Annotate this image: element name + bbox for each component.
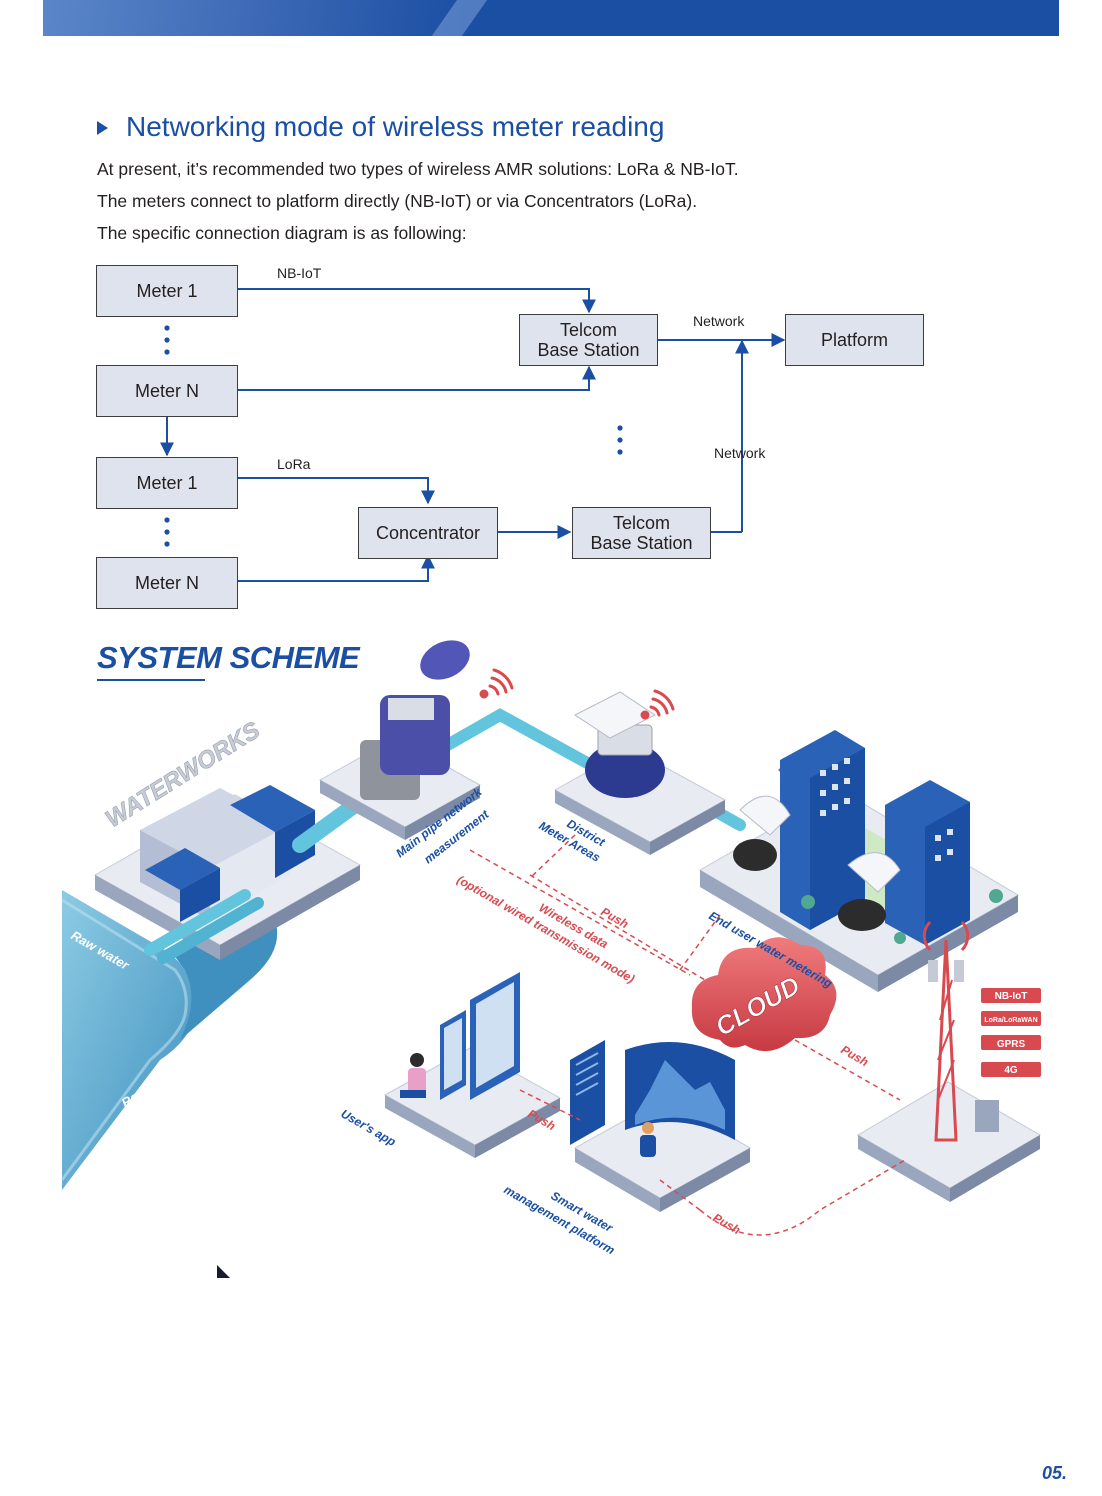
intro-line-1: At present, it’s recommended two types o…	[97, 159, 739, 179]
telcom-line-1: Telcom	[612, 513, 670, 533]
tower-signal-icon	[922, 920, 970, 952]
bullet-triangle-icon	[97, 121, 108, 135]
page-number: 05.	[1042, 1463, 1068, 1483]
waterworks-platform	[93, 785, 362, 960]
svg-text:NB-IoT: NB-IoT	[995, 991, 1028, 1002]
banner-sheen	[43, 0, 463, 36]
wireless-label-2: (optional wired transmission mode)	[455, 872, 638, 985]
meter-1-nbiot-box: Meter 1	[96, 265, 238, 317]
push-label-1: Push	[599, 904, 631, 931]
push-label-4: Push	[711, 1210, 743, 1237]
system-scheme-underline	[97, 679, 205, 681]
lora-label: LoRa	[277, 456, 311, 472]
badge-nbiot	[981, 988, 1041, 1003]
users-app-platform	[383, 972, 562, 1158]
concentrator-box: Concentrator	[358, 507, 498, 559]
network-badges: NB-IoT LoRa/LoRaWAN GPRS 4G	[981, 988, 1041, 1077]
meter-1-lora-box: Meter 1	[96, 457, 238, 509]
cloud-icon: CLOUD	[691, 937, 837, 1052]
telcom-line-2: Base Station	[590, 533, 693, 553]
push-dashed-lines	[469, 834, 906, 1236]
network-label-side: Network	[714, 445, 766, 461]
platform-box: Platform	[785, 314, 924, 366]
end-user-platform	[699, 730, 1019, 992]
svg-text:GPRS: GPRS	[997, 1039, 1026, 1050]
telcom-base-station-nbiot-box: Telcom Base Station	[519, 314, 658, 366]
badge-4g	[981, 1062, 1041, 1077]
top-banner	[43, 0, 1059, 36]
district-meter-platform	[553, 691, 727, 855]
svg-text:4G: 4G	[1004, 1065, 1018, 1076]
section-heading: Networking mode of wireless meter readin…	[97, 110, 664, 144]
telcom-base-station-lora-box: Telcom Base Station	[572, 507, 711, 559]
system-scheme-illustration: WATERWORKS	[60, 640, 1041, 1257]
telcom-line-1: Telcom	[559, 320, 617, 340]
main-pipe-meter-platform	[318, 640, 482, 840]
meter-n-nbiot-box: Meter N	[96, 365, 238, 417]
system-scheme-title: SYSTEM SCHEME	[97, 640, 360, 675]
pointer-triangle-icon	[217, 1265, 230, 1278]
network-label-top: Network	[693, 313, 745, 329]
smart-platform	[570, 1040, 752, 1212]
intro-line-3: The specific connection diagram is as fo…	[97, 223, 467, 243]
meter-n-lora-box: Meter N	[96, 557, 238, 609]
telcom-line-2: Base Station	[537, 340, 640, 360]
badge-gprs	[981, 1035, 1041, 1050]
nbiot-label: NB-IoT	[277, 265, 322, 281]
intro-line-2: The meters connect to platform directly …	[97, 191, 698, 211]
raw-water-river	[62, 890, 196, 1190]
push-label-2: Push	[839, 1042, 871, 1069]
tower-platform	[857, 939, 1041, 1202]
users-app-label: User's app	[339, 1106, 399, 1149]
badge-lora	[981, 1011, 1041, 1026]
svg-text:LoRa/LoRaWAN: LoRa/LoRaWAN	[984, 1017, 1037, 1024]
section-heading-text: Networking mode of wireless meter readin…	[126, 111, 665, 142]
